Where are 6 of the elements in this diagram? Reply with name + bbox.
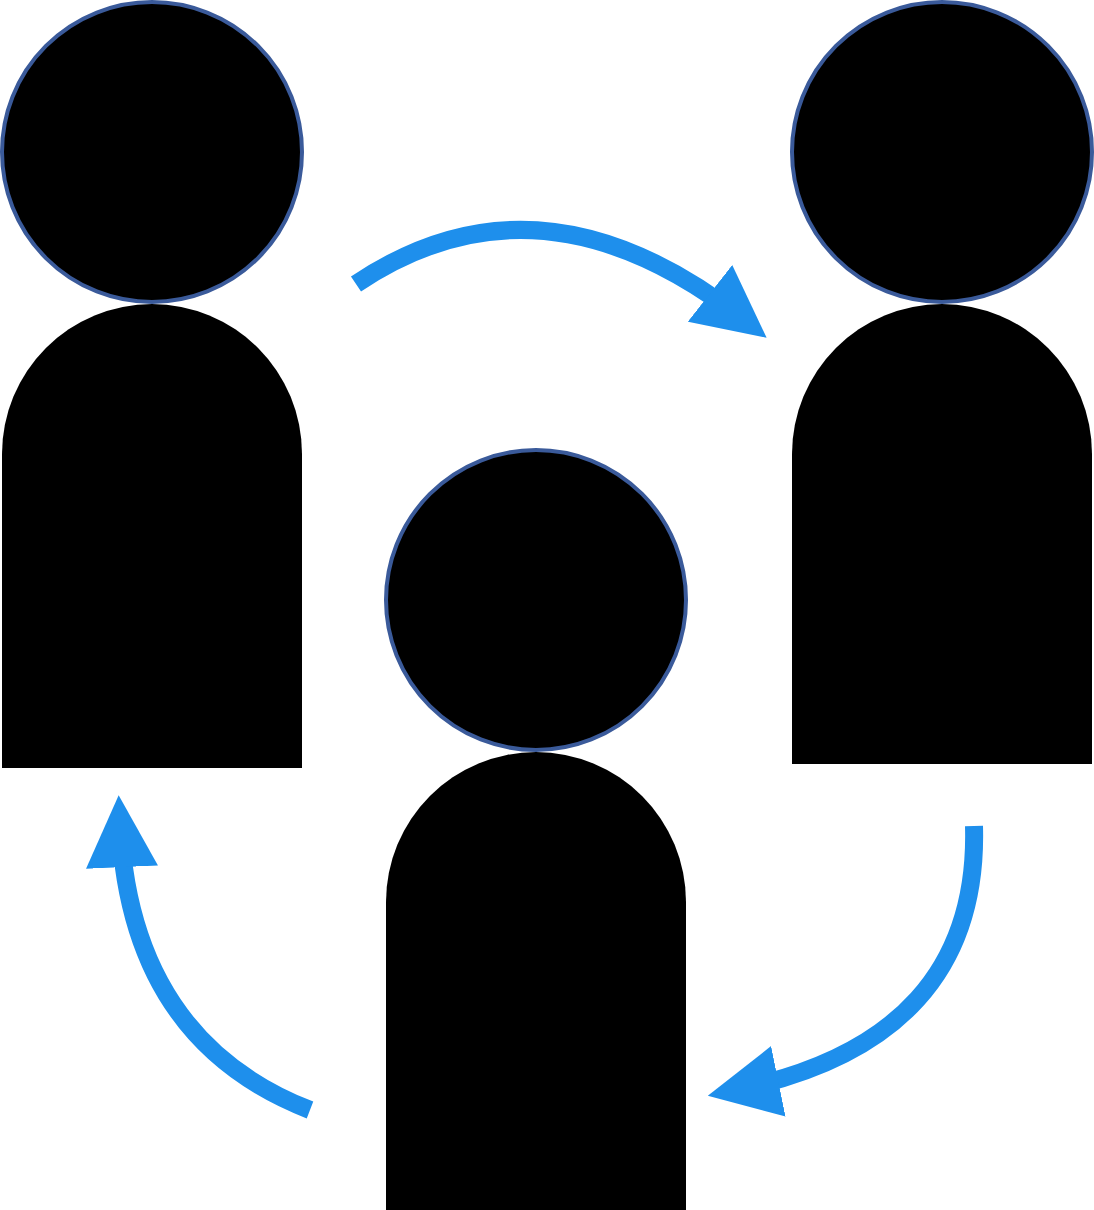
curved-arrow xyxy=(87,795,314,1119)
curved-arrow xyxy=(708,825,983,1115)
curved-arrow xyxy=(351,221,768,337)
person-silhouette xyxy=(0,0,304,768)
person-silhouette xyxy=(384,448,688,1210)
person-silhouette xyxy=(790,0,1094,764)
